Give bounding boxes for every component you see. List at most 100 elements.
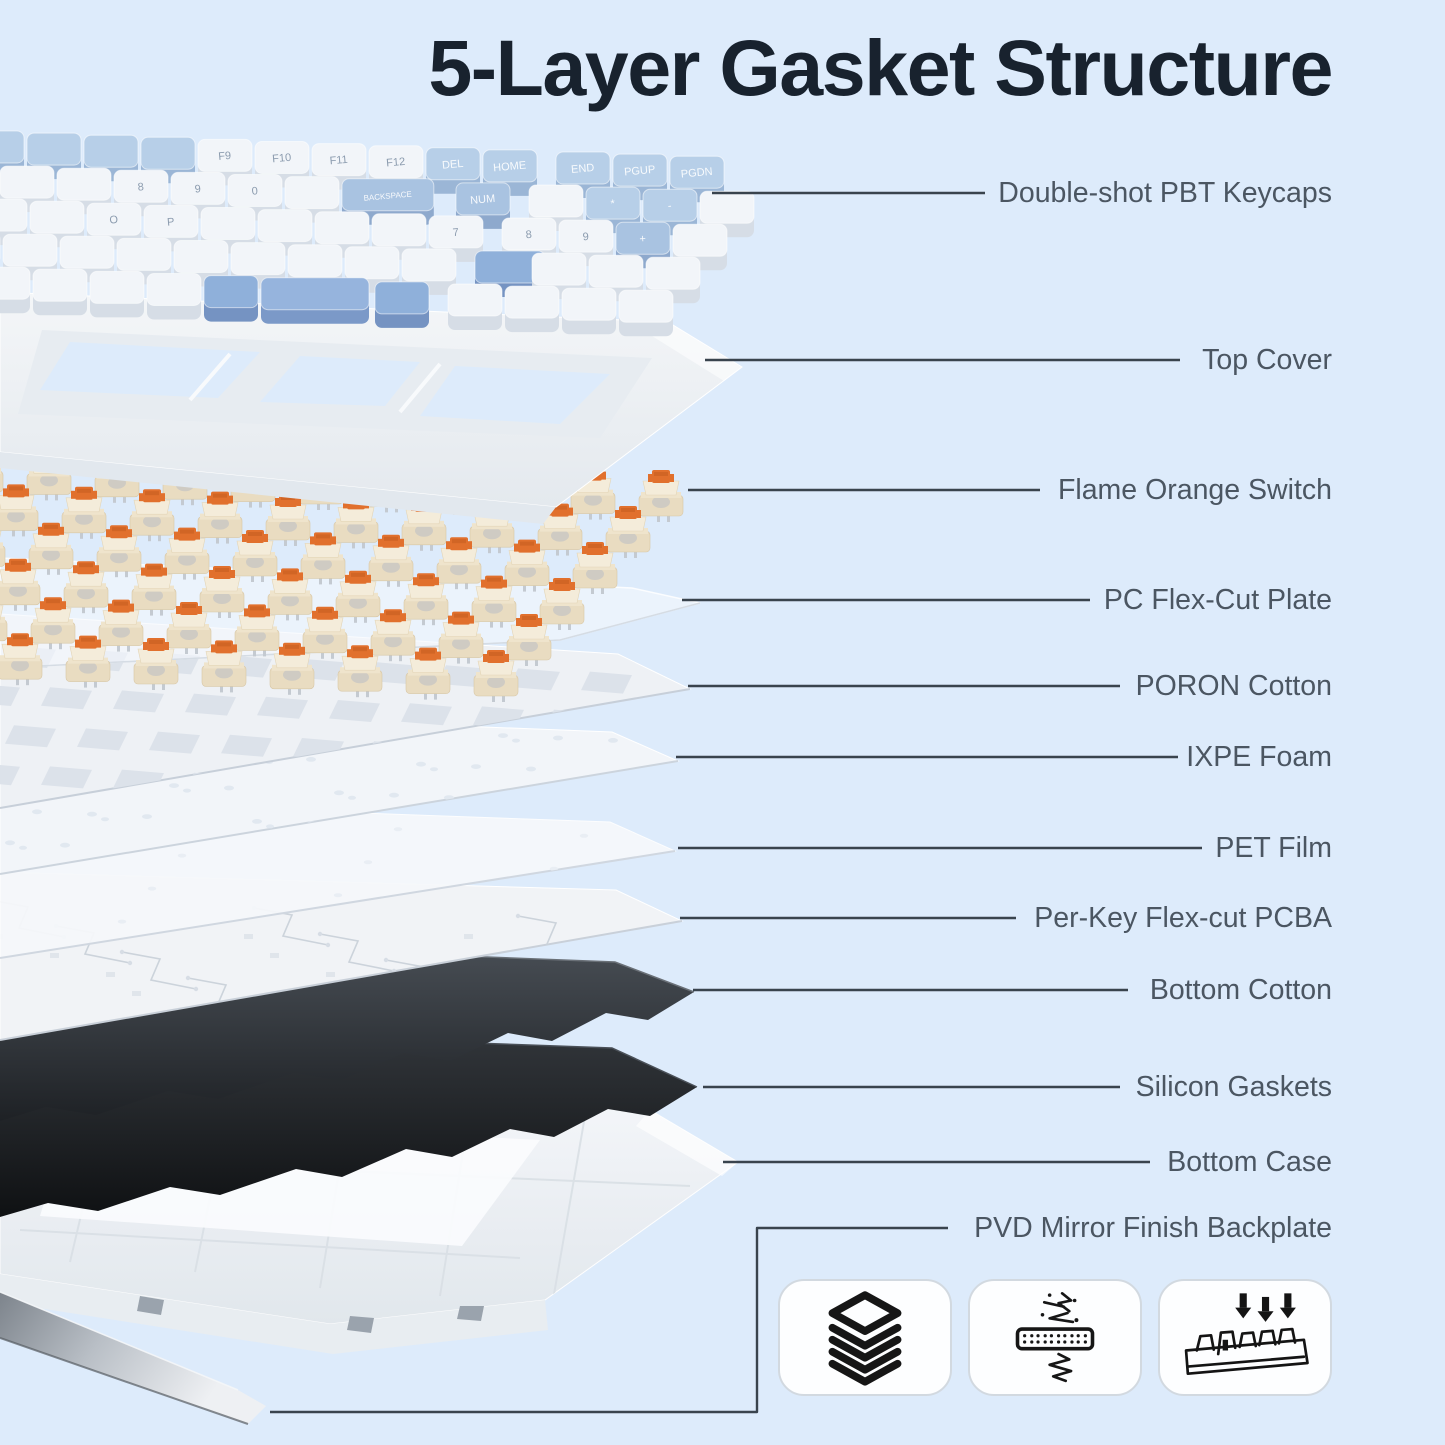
switch — [300, 532, 346, 585]
label-per-key-flex-cut-pcba: Per-Key Flex-cut PCBA — [1034, 902, 1332, 934]
label-silicon-gaskets: Silicon Gaskets — [1135, 1071, 1332, 1103]
label-bottom-case: Bottom Case — [1167, 1146, 1332, 1178]
switch — [265, 494, 311, 546]
keycap — [374, 281, 430, 328]
keycap — [561, 287, 617, 335]
svg-text:F9: F9 — [218, 150, 232, 163]
switch — [370, 609, 416, 662]
switch — [197, 491, 243, 544]
switch — [133, 638, 179, 690]
label-pc-flex-cut-plate: PC Flex-Cut Plate — [1103, 584, 1332, 616]
keycap: PGDN — [669, 155, 725, 203]
switch — [232, 530, 278, 582]
svg-text:9: 9 — [194, 183, 201, 195]
keycap — [618, 289, 674, 337]
switch — [61, 486, 107, 539]
svg-text:BACKSPACE: BACKSPACE — [363, 190, 412, 203]
switch — [335, 570, 381, 623]
switch — [0, 633, 43, 686]
switch — [506, 614, 552, 666]
gasket-press-icon — [1184, 1292, 1309, 1375]
svg-text:O: O — [109, 214, 119, 227]
svg-text:*: * — [610, 198, 616, 210]
label-ixpe-foam: IXPE Foam — [1186, 741, 1332, 773]
label-double-shot-pbt-keycaps: Double-shot PBT Keycaps — [998, 177, 1332, 209]
sound-dampening-icon — [1015, 1291, 1095, 1382]
keycap — [146, 273, 202, 320]
label-pet-film: PET Film — [1215, 832, 1332, 864]
svg-text:8: 8 — [137, 181, 144, 193]
switch — [0, 531, 6, 567]
svg-text:PGUP: PGUP — [624, 164, 656, 179]
keycap: 7 — [428, 215, 484, 262]
keycap — [401, 248, 457, 295]
switch — [129, 489, 175, 542]
keycaps-layer: F9 F10 F11 F12 DEL HOME END PGUP PGDN 8 9 0 BACKSPAC… — [0, 130, 755, 337]
switch — [504, 539, 550, 592]
switch — [471, 575, 517, 628]
svg-text:HOME: HOME — [493, 159, 527, 174]
pvd-backplate-layer — [0, 1291, 266, 1425]
gasket-press-badge — [1158, 1279, 1332, 1396]
svg-text:F10: F10 — [272, 152, 292, 166]
svg-text:+: + — [639, 233, 646, 246]
switch — [638, 470, 684, 522]
switch — [166, 602, 212, 654]
switch — [302, 606, 348, 659]
dampening-dots — [1023, 1333, 1087, 1344]
switch — [539, 578, 585, 630]
stacked-layers-badge — [778, 1279, 952, 1396]
label-pvd-mirror-backplate: PVD Mirror Finish Backplate — [974, 1212, 1332, 1244]
switch — [164, 527, 210, 580]
stacked-layers-icon — [828, 1290, 902, 1386]
switch — [0, 558, 41, 611]
keycap — [32, 268, 88, 316]
switch — [199, 566, 245, 618]
page-title: 5-Layer Gasket Structure — [428, 23, 1333, 112]
switch — [269, 642, 315, 695]
switch — [368, 534, 414, 587]
switch — [267, 568, 313, 621]
keycap — [260, 277, 370, 324]
svg-text:PGDN: PGDN — [680, 166, 713, 181]
svg-text:9: 9 — [582, 231, 589, 243]
callout-lines — [270, 191, 1202, 1414]
svg-text:7: 7 — [452, 227, 459, 239]
switch — [337, 645, 383, 698]
switch — [605, 506, 651, 558]
switch — [96, 525, 142, 578]
switch — [30, 597, 76, 650]
svg-text:P: P — [167, 216, 175, 229]
switch — [403, 573, 449, 626]
keycap — [447, 283, 503, 330]
switch — [131, 563, 177, 616]
switch — [65, 635, 111, 688]
label-top-cover: Top Cover — [1202, 344, 1332, 376]
keycap: NUM — [455, 182, 511, 229]
svg-text:F11: F11 — [329, 154, 348, 168]
label-poron-cotton: PORON Cotton — [1135, 670, 1332, 702]
feature-icon-row — [778, 1279, 1332, 1396]
keycap — [0, 266, 31, 314]
svg-text:F12: F12 — [386, 156, 406, 170]
top-cover-layer — [0, 291, 743, 524]
keycap: F9 — [197, 138, 253, 186]
switch — [98, 599, 144, 652]
svg-text:DEL: DEL — [442, 158, 464, 172]
label-flame-orange-switch: Flame Orange Switch — [1057, 474, 1332, 506]
keycap — [203, 275, 259, 322]
switch — [438, 611, 484, 664]
switch — [473, 650, 519, 702]
svg-text:8: 8 — [525, 229, 532, 241]
svg-text:END: END — [571, 162, 595, 176]
switch — [405, 647, 451, 700]
switch — [0, 605, 8, 642]
svg-text:0: 0 — [251, 185, 258, 197]
switch — [0, 468, 4, 493]
keycap — [504, 285, 560, 333]
switch — [572, 542, 618, 594]
svg-text:-: - — [667, 200, 672, 212]
label-bottom-cotton: Bottom Cotton — [1149, 974, 1332, 1006]
